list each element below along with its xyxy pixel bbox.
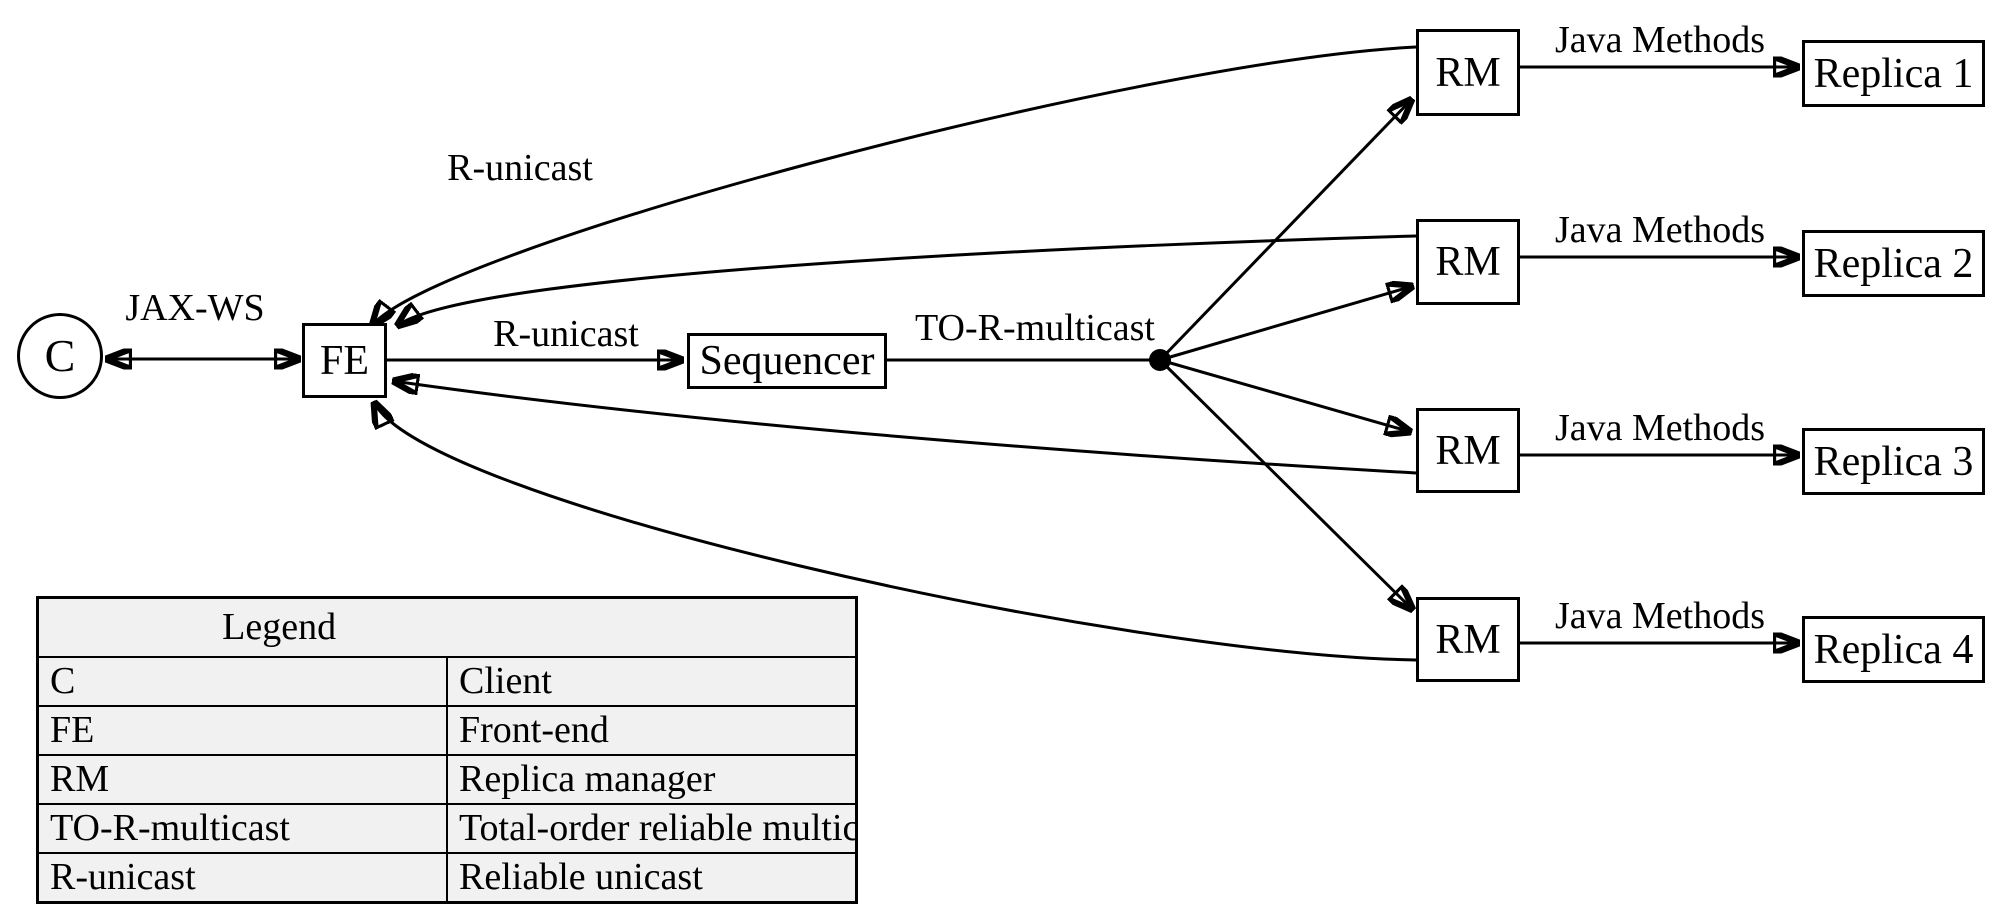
edge-multicast-rm3	[1159, 358, 1411, 432]
legend-term: FE	[36, 705, 448, 756]
edge-multicast-rm4	[1158, 358, 1413, 610]
rm-node-3: RM	[1416, 408, 1520, 493]
legend-row: TO-R-multicast Total-order reliable mult…	[36, 803, 858, 854]
legend-term: TO-R-multicast	[36, 803, 448, 854]
edge-multicast-rm2	[1159, 286, 1413, 362]
replica-node-label: Replica 2	[1813, 240, 1974, 287]
edge-label-r-unicast-forward: R-unicast	[493, 313, 639, 355]
legend-row: C Client	[36, 656, 858, 707]
rm-node-2: RM	[1416, 219, 1520, 305]
front-end-node: FE	[302, 323, 387, 398]
client-node: C	[17, 313, 103, 399]
sequencer-node: Sequencer	[687, 333, 887, 389]
legend-term: R-unicast	[36, 852, 448, 904]
legend-table: Legend C Client FE Front-end RM Replica …	[36, 596, 858, 904]
edge-rm4-fe-return	[374, 402, 1417, 662]
edge-label-jax-ws: JAX-WS	[125, 287, 265, 329]
edge-label-java-methods-2: Java Methods	[1554, 209, 1766, 251]
rm-node-1: RM	[1416, 29, 1520, 116]
edge-label-r-unicast-return: R-unicast	[447, 147, 593, 189]
replica-node-3: Replica 3	[1802, 428, 1985, 495]
legend-definition: Total-order reliable multicast	[446, 803, 858, 854]
multicast-point	[1149, 349, 1171, 371]
legend-definition: Front-end	[446, 705, 858, 756]
replica-node-2: Replica 2	[1802, 230, 1985, 297]
rm-node-4: RM	[1416, 597, 1520, 682]
edge-rm1-fe-return	[372, 45, 1417, 326]
legend-definition: Reliable unicast	[446, 852, 858, 904]
edge-label-java-methods-3: Java Methods	[1554, 407, 1766, 449]
rm-node-label: RM	[1435, 49, 1501, 96]
front-end-node-label: FE	[319, 337, 369, 384]
rm-node-label: RM	[1435, 427, 1501, 474]
legend-term: RM	[36, 754, 448, 805]
edge-multicast-rm1	[1158, 99, 1412, 362]
replica-node-4: Replica 4	[1802, 616, 1985, 683]
replica-node-label: Replica 3	[1813, 438, 1974, 485]
rm-node-label: RM	[1435, 239, 1501, 285]
legend-row: FE Front-end	[36, 705, 858, 756]
legend-row: RM Replica manager	[36, 754, 858, 805]
legend-header-row: Legend	[36, 596, 858, 658]
edge-label-java-methods-4: Java Methods	[1554, 595, 1766, 637]
edge-label-to-r-multicast: TO-R-multicast	[915, 307, 1155, 349]
sequencer-node-label: Sequencer	[699, 338, 875, 384]
replica-node-1: Replica 1	[1802, 40, 1985, 107]
replica-node-label: Replica 1	[1813, 50, 1974, 97]
legend-term: C	[36, 656, 448, 707]
legend-definition: Replica manager	[446, 754, 858, 805]
client-node-label: C	[44, 330, 76, 381]
edge-rm2-fe-return	[397, 234, 1417, 326]
edge-rm3-fe-return	[393, 381, 1417, 475]
rm-node-label: RM	[1435, 616, 1501, 663]
legend-row: R-unicast Reliable unicast	[36, 852, 858, 904]
edge-label-java-methods-1: Java Methods	[1554, 19, 1766, 61]
legend-definition: Client	[446, 656, 858, 707]
replica-node-label: Replica 4	[1813, 626, 1974, 673]
legend-title: Legend	[36, 596, 858, 658]
